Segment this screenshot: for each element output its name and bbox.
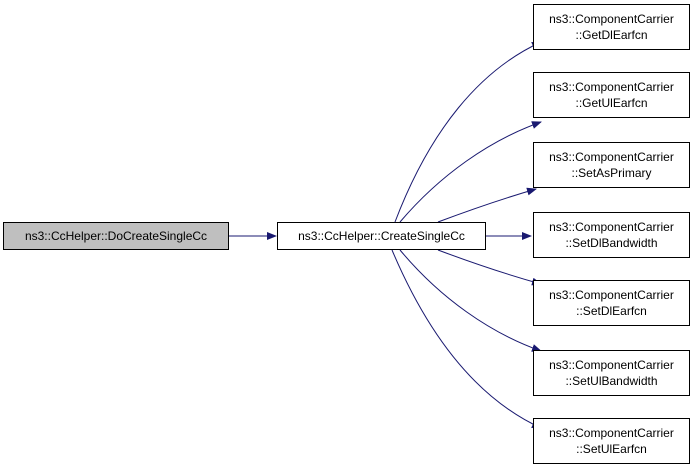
callee-class-label: ns3::ComponentCarrier — [549, 426, 674, 440]
callee-node-getulearfcn[interactable]: ns3::ComponentCarrier ::GetUlEarfcn — [533, 72, 690, 118]
callee-method-label: ::GetUlEarfcn — [575, 96, 648, 110]
function-node[interactable]: ns3::CcHelper::CreateSingleCc — [277, 222, 486, 250]
callee-method-label: ::SetUlEarfcn — [576, 442, 647, 456]
callee-class-label: ns3::ComponentCarrier — [549, 358, 674, 372]
caller-node[interactable]: ns3::CcHelper::DoCreateSingleCc — [3, 222, 229, 250]
edge-to-getulearfcn — [399, 121, 542, 223]
callee-method-label: ::SetDlEarfcn — [576, 304, 647, 318]
callee-node-setdlbandwidth[interactable]: ns3::ComponentCarrier ::SetDlBandwidth — [533, 212, 690, 258]
function-node-label: ns3::CcHelper::CreateSingleCc — [298, 229, 465, 243]
edge-to-getdlearfcn — [394, 41, 542, 223]
callee-method-label: ::SetAsPrimary — [571, 166, 652, 180]
callee-method-label: ::GetDlEarfcn — [575, 28, 648, 42]
callee-class-label: ns3::ComponentCarrier — [549, 80, 674, 94]
edge-to-setulbandwidth — [399, 249, 542, 352]
callee-node-setulearfcn[interactable]: ns3::ComponentCarrier ::SetUlEarfcn — [533, 418, 690, 464]
callee-class-label: ns3::ComponentCarrier — [549, 12, 674, 26]
caller-node-label: ns3::CcHelper::DoCreateSingleCc — [24, 229, 208, 243]
callee-node-setdlearfcn[interactable]: ns3::ComponentCarrier ::SetDlEarfcn — [533, 280, 690, 326]
edge-to-setdlearfcn — [437, 249, 542, 286]
callee-class-label: ns3::ComponentCarrier — [549, 220, 674, 234]
callee-node-setulbandwidth[interactable]: ns3::ComponentCarrier ::SetUlBandwidth — [533, 350, 690, 396]
callee-class-label: ns3::ComponentCarrier — [549, 150, 674, 164]
callee-node-getdlearfcn[interactable]: ns3::ComponentCarrier ::GetDlEarfcn — [533, 4, 690, 50]
edge-to-setasprimary — [437, 187, 537, 223]
callee-node-setasprimary[interactable]: ns3::ComponentCarrier ::SetAsPrimary — [533, 142, 690, 188]
edge-to-setulearfcn — [391, 249, 542, 429]
callee-method-label: ::SetDlBandwidth — [565, 236, 658, 250]
callee-method-label: ::SetUlBandwidth — [565, 374, 658, 388]
callee-class-label: ns3::ComponentCarrier — [549, 288, 674, 302]
